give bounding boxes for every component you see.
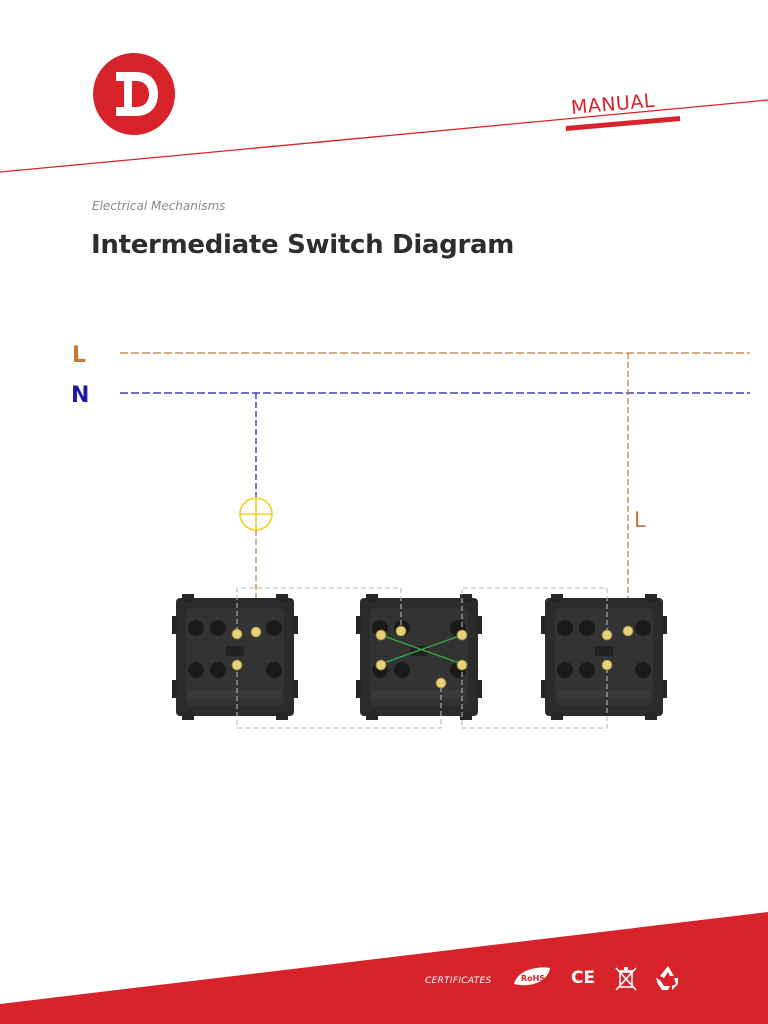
header-divider-line <box>0 99 768 173</box>
line-label: L <box>72 343 86 368</box>
manual-underline-bar <box>566 116 680 131</box>
document-category: Electrical Mechanisms <box>92 199 226 213</box>
weee-bin-icon <box>615 967 637 991</box>
lamp-symbol-icon <box>239 497 273 531</box>
switch-mechanism-icon <box>541 594 667 720</box>
switch-mechanism-icon <box>356 594 482 720</box>
page-title: Intermediate Switch Diagram <box>91 230 515 260</box>
footer-band <box>0 912 768 1024</box>
terminal-screws <box>231 625 634 689</box>
switch-mechanism-icon <box>172 594 298 720</box>
neutral-label: N <box>71 383 89 408</box>
ce-label: CE <box>571 968 595 988</box>
ce-mark-icon: CE <box>571 968 595 988</box>
drop-line-label: L <box>634 508 646 532</box>
rohs-label: RoHS <box>521 974 545 983</box>
recycle-icon <box>656 966 678 990</box>
brand-logo-icon <box>93 53 175 135</box>
certificates-label: CERTIFICATES <box>425 976 492 986</box>
cross-wire <box>380 634 463 665</box>
rohs-leaf-icon: RoHS <box>514 967 550 986</box>
jumper-wires <box>236 587 608 729</box>
